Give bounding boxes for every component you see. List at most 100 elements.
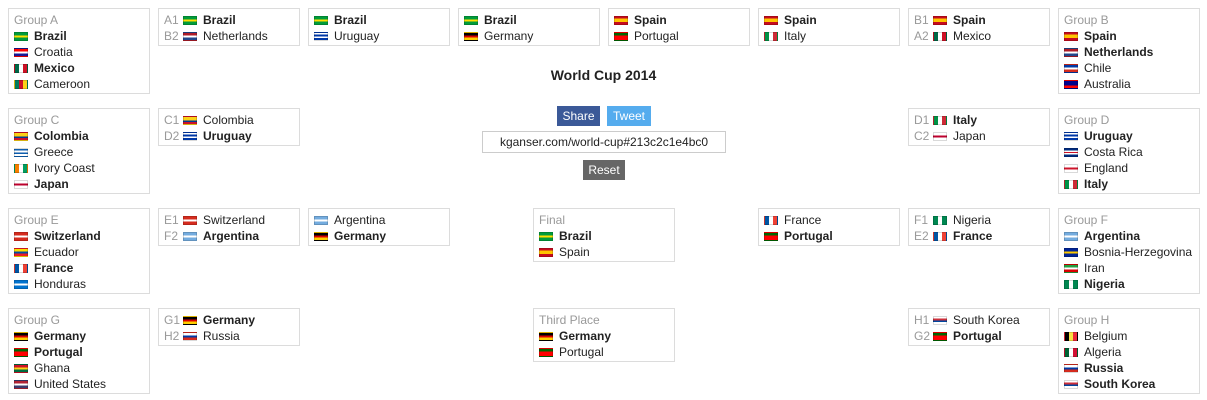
team-row[interactable]: Belgium — [1064, 328, 1194, 344]
team-name: France — [953, 229, 993, 243]
team-row[interactable]: Brazil — [14, 28, 144, 44]
team-row[interactable]: Spain — [614, 12, 744, 28]
team-name: Brazil — [203, 13, 236, 27]
team-row[interactable]: Ivory Coast — [14, 160, 144, 176]
team-row[interactable]: Germany — [464, 28, 594, 44]
team-row[interactable]: Uruguay — [1064, 128, 1194, 144]
team-row[interactable]: Spain — [764, 12, 894, 28]
team-row[interactable]: Portugal — [14, 344, 144, 360]
team-name: Russia — [1084, 361, 1124, 375]
team-row[interactable]: Spain — [539, 244, 669, 260]
team-row[interactable]: Greece — [14, 144, 144, 160]
seed-label: E2 — [914, 229, 929, 243]
team-row[interactable]: Iran — [1064, 260, 1194, 276]
team-name: England — [1084, 161, 1129, 175]
flag-colombia-icon — [183, 115, 197, 125]
team-row[interactable]: Honduras — [14, 276, 144, 292]
group-header: Group G — [14, 313, 61, 327]
team-row[interactable]: Uruguay — [314, 28, 444, 44]
team-name: United States — [34, 377, 107, 391]
flag-england-icon — [1064, 163, 1078, 173]
team-row[interactable]: Portugal — [539, 344, 669, 360]
seed-label: D1 — [914, 113, 930, 127]
team-row[interactable]: Colombia — [14, 128, 144, 144]
team-name: Mexico — [34, 61, 75, 75]
team-row[interactable]: Algeria — [1064, 344, 1194, 360]
team-row[interactable]: England — [1064, 160, 1194, 176]
team-row[interactable]: Ecuador — [14, 244, 144, 260]
team-row[interactable]: Brazil — [539, 228, 669, 244]
team-row[interactable]: South Korea — [1064, 376, 1194, 392]
flag-italy-icon — [764, 31, 778, 41]
team-row[interactable]: Nigeria — [1064, 276, 1194, 292]
team-name: Australia — [1084, 77, 1131, 91]
team-row[interactable]: B2 Netherlands — [164, 28, 294, 44]
team-row[interactable]: France — [764, 212, 894, 228]
tweet-button[interactable]: Tweet — [607, 106, 651, 126]
team-row[interactable]: Ghana — [14, 360, 144, 376]
team-name: Iran — [1084, 261, 1105, 275]
seed-label: B2 — [164, 29, 179, 43]
share-url-field[interactable]: kganser.com/world-cup#213c2c1e4bc0 — [482, 131, 726, 153]
team-row[interactable]: Cameroon — [14, 76, 144, 92]
team-name: Ghana — [34, 361, 71, 375]
team-name: Honduras — [34, 277, 87, 291]
team-row[interactable]: Argentina — [1064, 228, 1194, 244]
team-row[interactable]: Switzerland — [14, 228, 144, 244]
team-row[interactable]: Croatia — [14, 44, 144, 60]
team-row[interactable]: Germany — [539, 328, 669, 344]
team-row[interactable]: E2 France — [914, 228, 1044, 244]
team-row[interactable]: Netherlands — [1064, 44, 1194, 60]
team-row[interactable]: Japan — [14, 176, 144, 192]
flag-italy-icon — [1064, 179, 1078, 189]
match-header: Third Place — [539, 313, 600, 327]
team-row[interactable]: Italy — [764, 28, 894, 44]
team-row[interactable]: Germany — [314, 228, 444, 244]
reset-button[interactable]: Reset — [583, 160, 625, 180]
share-button[interactable]: Share — [557, 106, 600, 126]
team-row[interactable]: Spain — [1064, 28, 1194, 44]
team-row[interactable]: Germany — [14, 328, 144, 344]
team-row[interactable]: Russia — [1064, 360, 1194, 376]
team-row[interactable]: Australia — [1064, 76, 1194, 92]
team-row[interactable]: France — [14, 260, 144, 276]
team-row[interactable]: Brazil — [464, 12, 594, 28]
flag-nigeria-icon — [1064, 279, 1078, 289]
team-name: Netherlands — [203, 29, 268, 43]
team-row[interactable]: Mexico — [14, 60, 144, 76]
flag-chile-icon — [1064, 63, 1078, 73]
team-row[interactable]: Italy — [1064, 176, 1194, 192]
team-name: Greece — [34, 145, 74, 159]
team-name: Switzerland — [203, 213, 266, 227]
team-row[interactable]: Bosnia-Herzegovina — [1064, 244, 1194, 260]
flag-portugal-icon — [614, 31, 628, 41]
team-row[interactable]: Portugal — [764, 228, 894, 244]
team-row[interactable]: Brazil — [314, 12, 444, 28]
flag-iran-icon — [1064, 263, 1078, 273]
team-name: Spain — [634, 13, 667, 27]
team-row[interactable]: Portugal — [614, 28, 744, 44]
seed-label: G1 — [164, 313, 181, 327]
team-row[interactable]: Chile — [1064, 60, 1194, 76]
team-row[interactable]: Costa Rica — [1064, 144, 1194, 160]
team-row[interactable]: Argentina — [314, 212, 444, 228]
team-row[interactable]: United States — [14, 376, 144, 392]
flag-brazil-icon — [14, 31, 28, 41]
